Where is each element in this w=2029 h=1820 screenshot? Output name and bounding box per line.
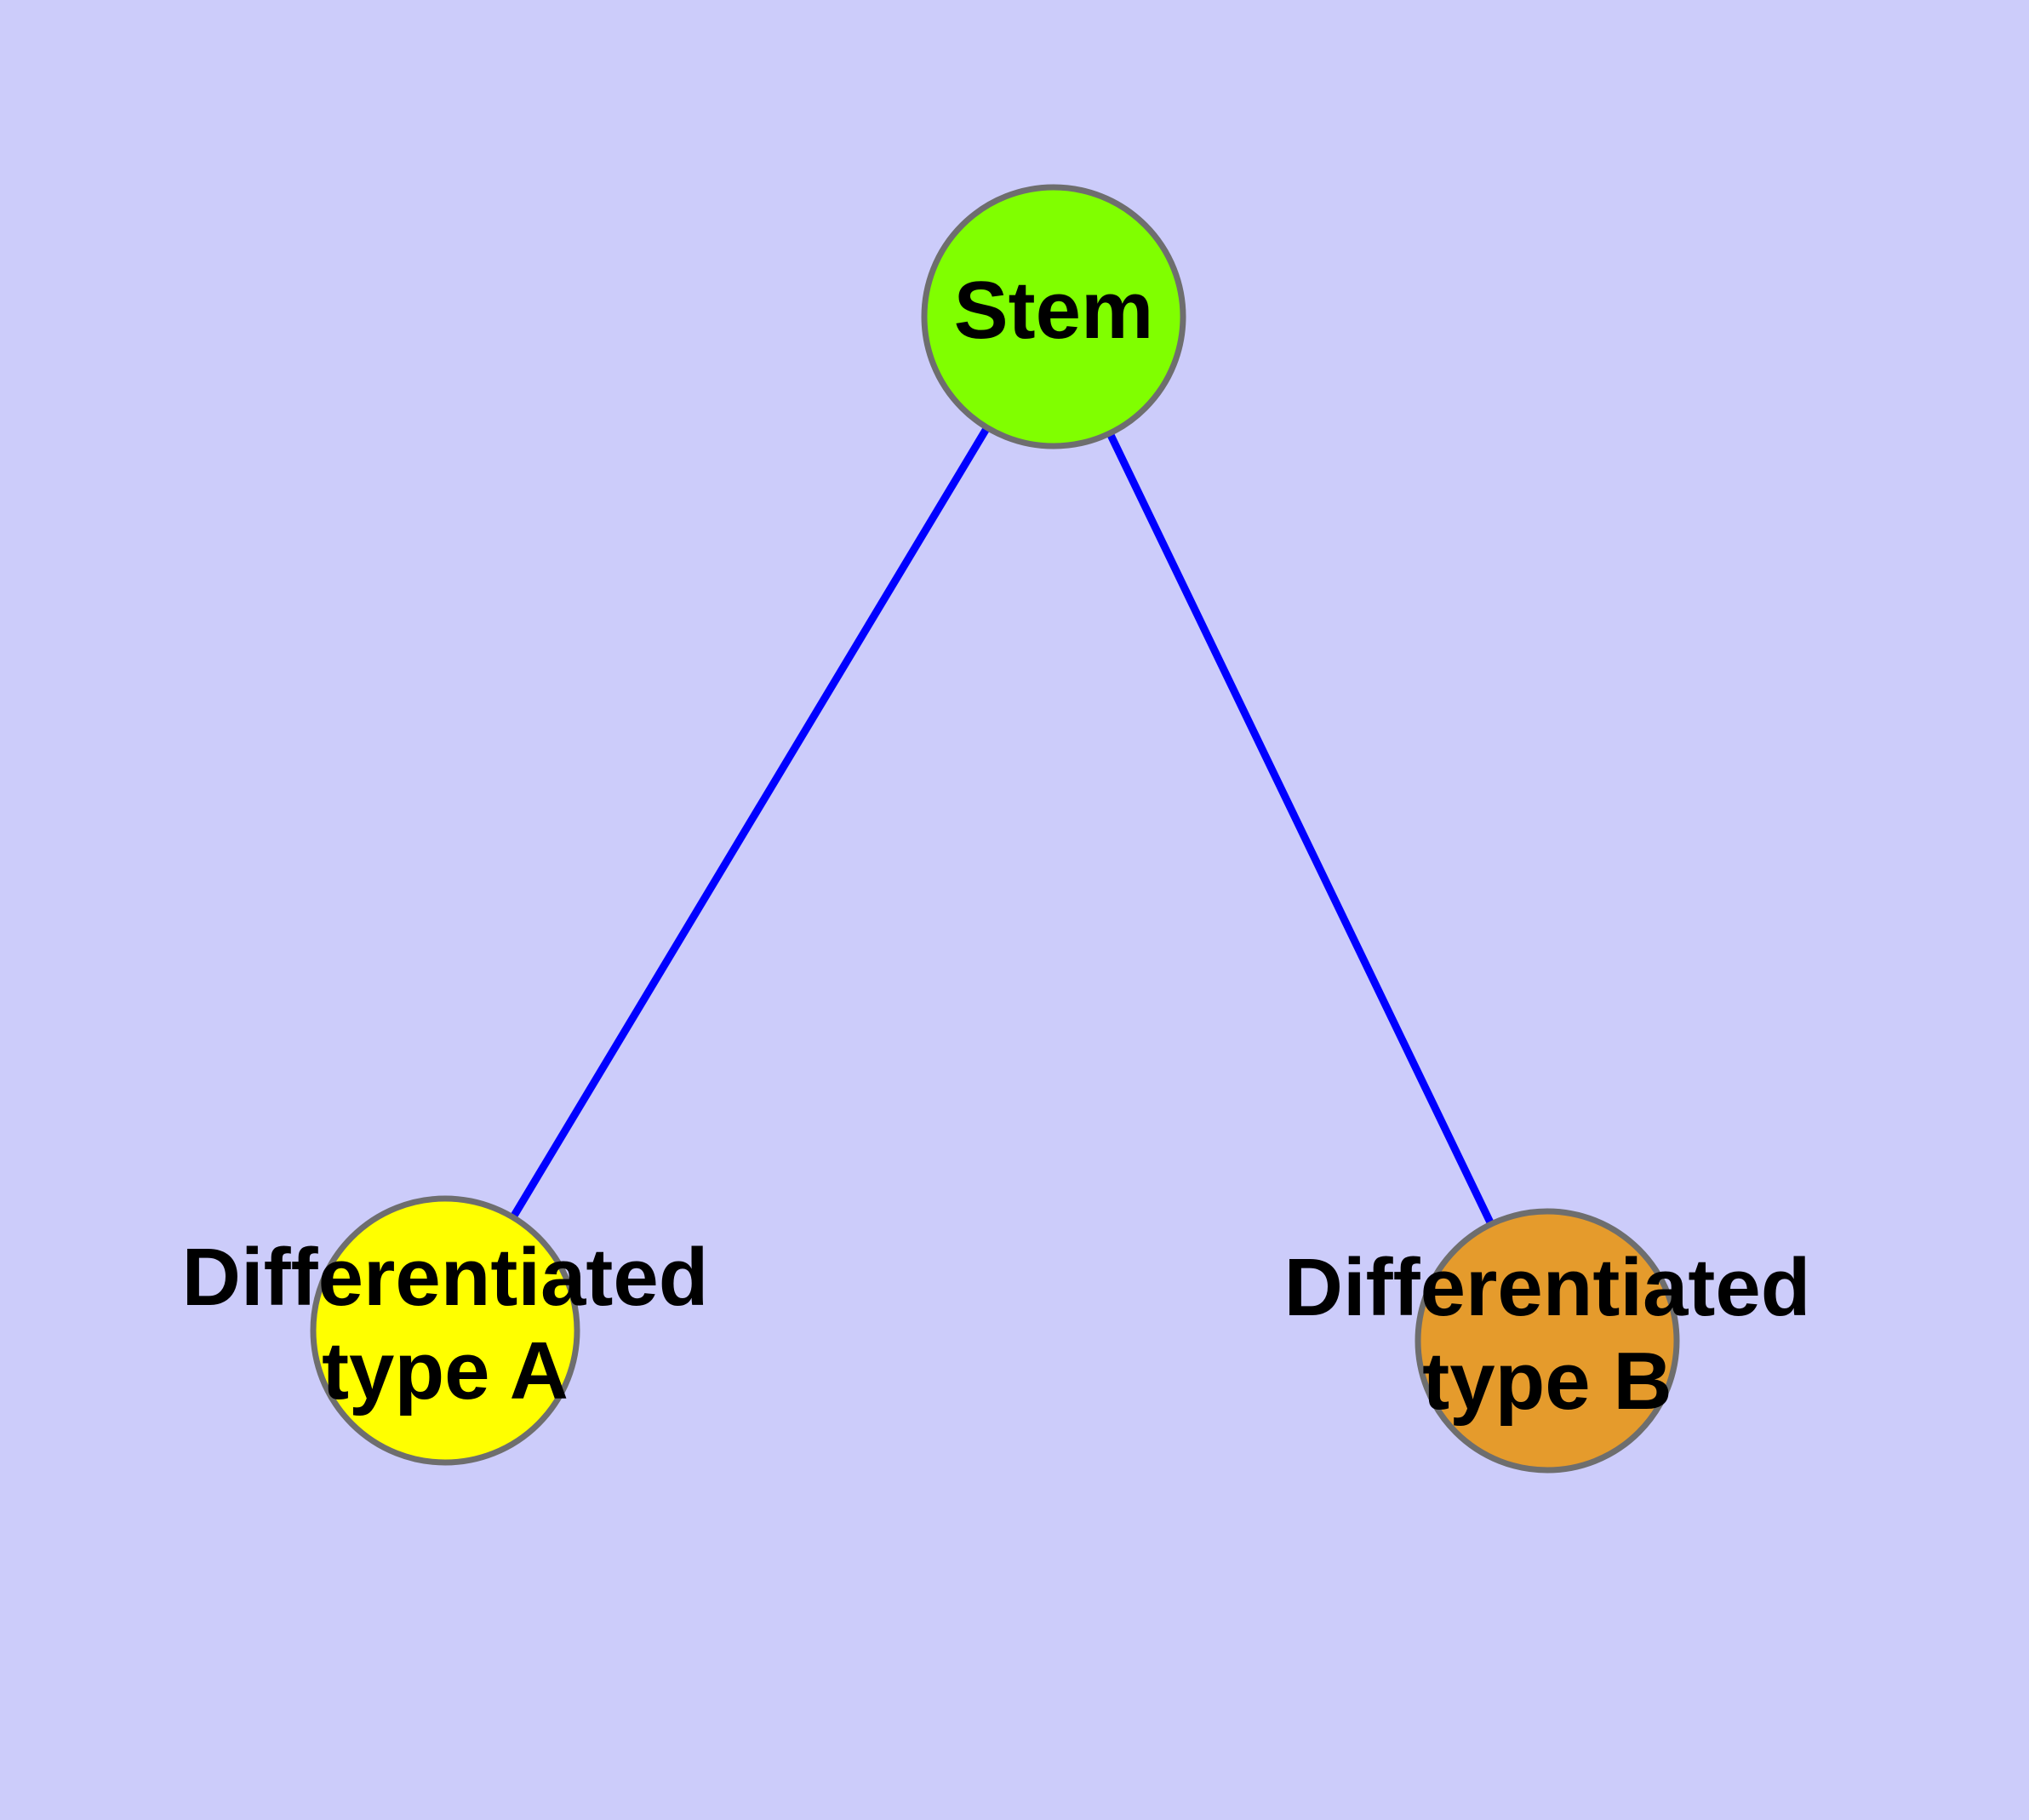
edge-layer	[507, 422, 1496, 1229]
node-label-stem: Stem	[954, 265, 1154, 356]
graph-edge-stem-to-diff-a[interactable]	[507, 422, 992, 1222]
node-label-line: type B	[1422, 1336, 1672, 1427]
graph-edge-stem-to-diff-b[interactable]	[1105, 428, 1496, 1229]
node-circle-diff-a[interactable]	[310, 1195, 580, 1466]
node-label-line: Differentiated	[1284, 1242, 1811, 1333]
node-label-line: Stem	[954, 265, 1154, 356]
node-circle-stem[interactable]	[921, 184, 1186, 449]
node-label-line: type A	[322, 1325, 569, 1417]
graph-node-stem[interactable]: Stem	[921, 184, 1186, 449]
node-label-line: Differentiated	[182, 1232, 709, 1323]
node-circle-diff-b[interactable]	[1415, 1208, 1680, 1474]
